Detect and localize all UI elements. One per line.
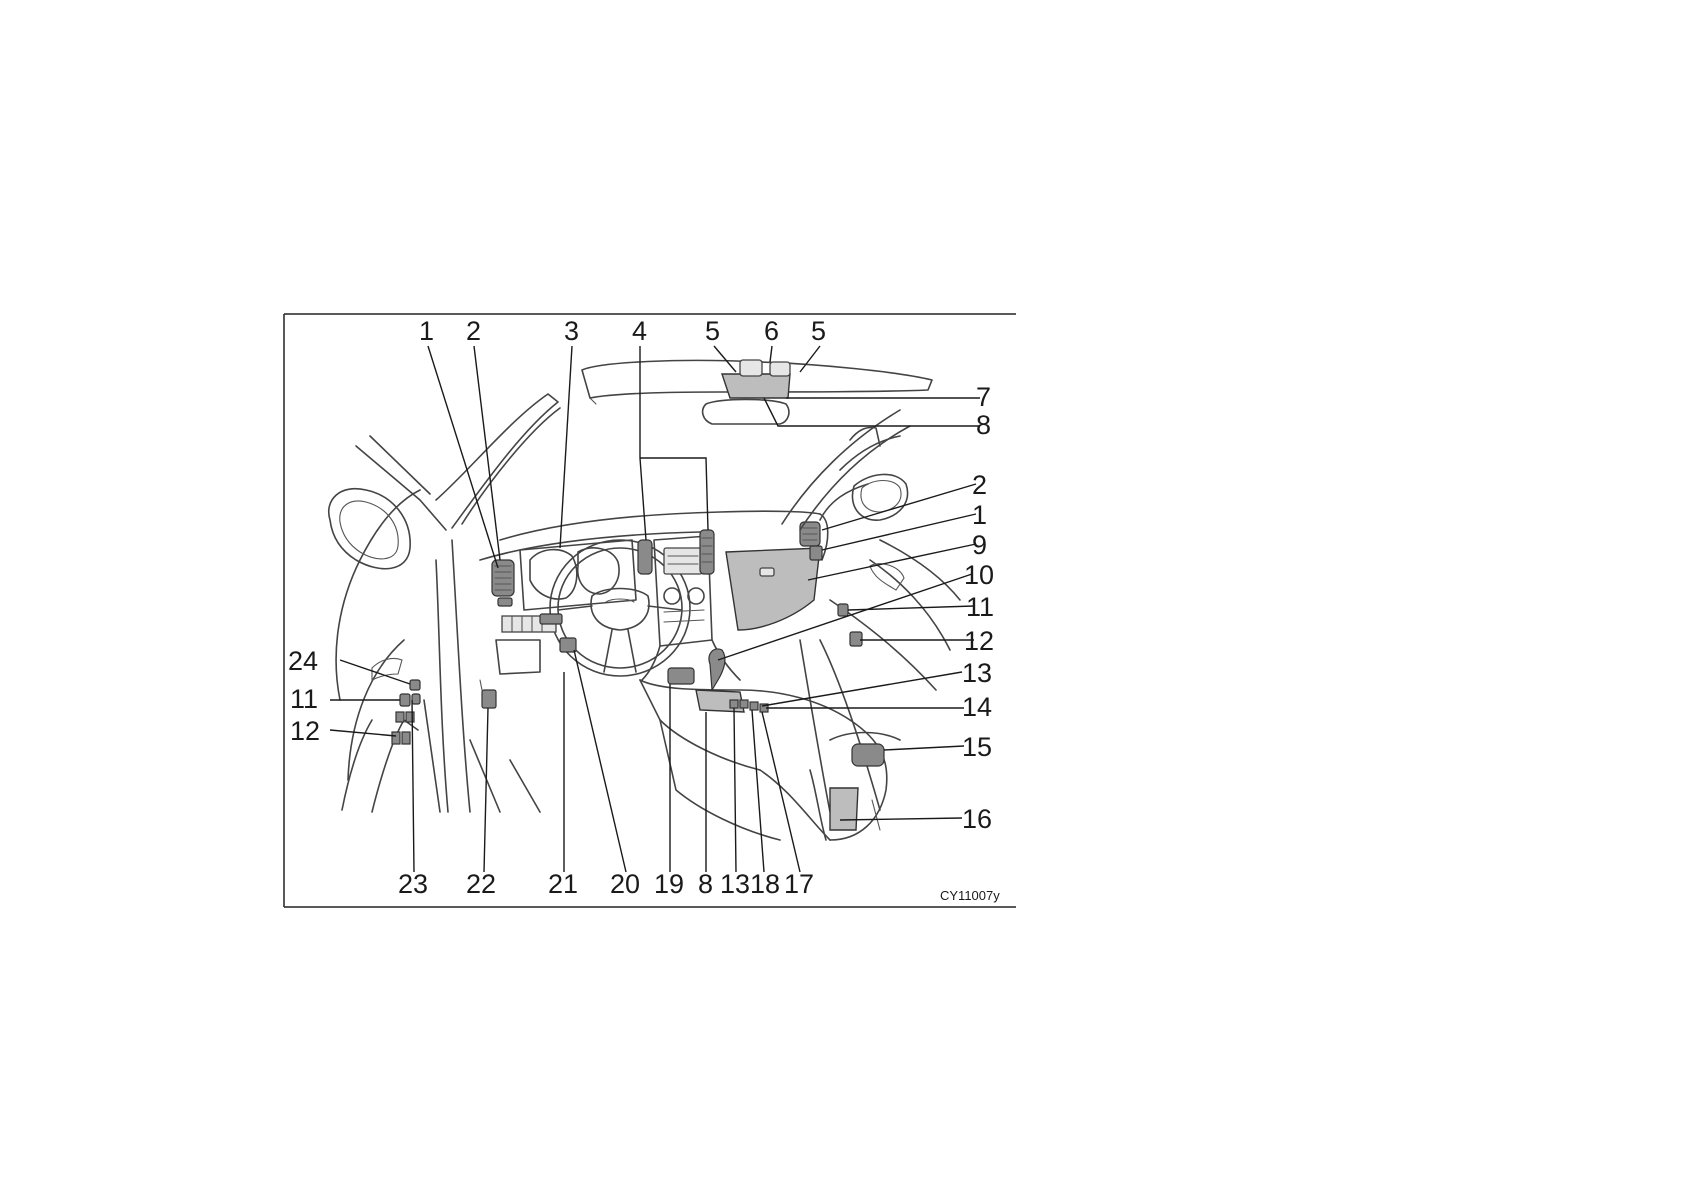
callout-16: 16 — [962, 804, 992, 834]
callouts: 1 2 3 4 5 6 5 7 8 2 1 9 10 11 12 13 14 1… — [288, 316, 1000, 903]
callout-8-right: 8 — [976, 410, 991, 440]
callout-23: 23 — [398, 869, 428, 899]
figure-frame — [284, 314, 1016, 907]
callout-3: 3 — [564, 316, 579, 346]
callout-2-top: 2 — [466, 316, 481, 346]
interior-line-art — [329, 360, 960, 840]
callout-5-left: 5 — [705, 316, 720, 346]
callout-12-left: 12 — [290, 716, 320, 746]
callout-12-right: 12 — [964, 626, 994, 656]
callout-14: 14 — [962, 692, 992, 722]
figure-code: CY11007y — [940, 888, 1000, 903]
callout-2-right: 2 — [972, 470, 987, 500]
callout-4: 4 — [632, 316, 647, 346]
callout-13-right: 13 — [962, 658, 992, 688]
callout-5-right: 5 — [811, 316, 826, 346]
callout-7: 7 — [976, 382, 991, 412]
callout-11-right: 11 — [966, 592, 994, 622]
callout-15: 15 — [962, 732, 992, 762]
callout-18: 18 — [750, 869, 780, 899]
callout-10: 10 — [964, 560, 994, 590]
callout-21: 21 — [548, 869, 578, 899]
callout-8-bottom: 8 — [698, 869, 713, 899]
callout-11-left: 11 — [290, 684, 318, 714]
callout-1-right: 1 — [972, 500, 987, 530]
callout-6: 6 — [764, 316, 779, 346]
callout-17: 17 — [784, 869, 814, 899]
callout-20: 20 — [610, 869, 640, 899]
callout-24: 24 — [288, 646, 318, 676]
callout-9: 9 — [972, 530, 987, 560]
callout-1-top: 1 — [419, 316, 434, 346]
callout-22: 22 — [466, 869, 496, 899]
callout-19: 19 — [654, 869, 684, 899]
callout-13-bottom: 13 — [720, 869, 750, 899]
leader-lines — [330, 346, 980, 872]
